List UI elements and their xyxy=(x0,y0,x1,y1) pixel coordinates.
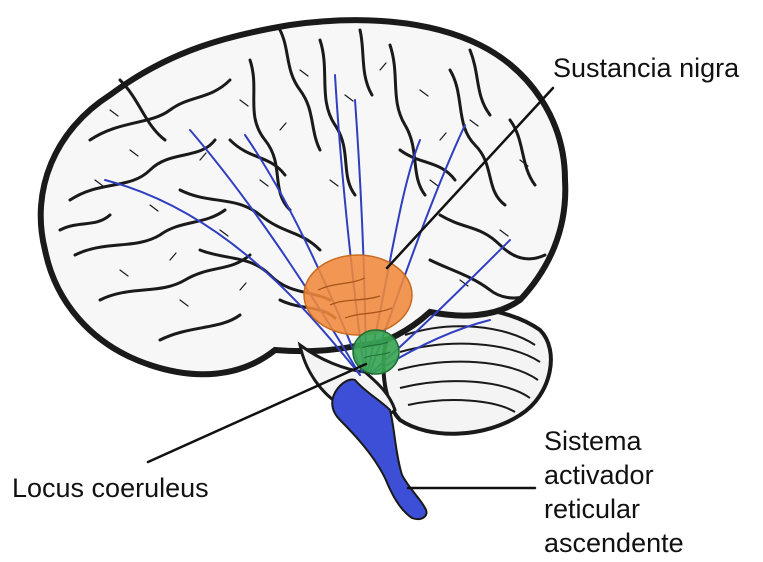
label-sustancia-nigra: Sustancia nigra xyxy=(553,52,739,84)
label-locus-coeruleus: Locus coeruleus xyxy=(12,472,209,504)
label-sistema-activador-reticular: Sistema activador reticular ascendente xyxy=(544,424,684,560)
label-sistema-line-4: ascendente xyxy=(544,526,684,560)
label-sistema-line-3: reticular xyxy=(544,492,684,526)
label-sistema-line-2: activador xyxy=(544,458,684,492)
leader-locus-coeruleus xyxy=(148,364,366,462)
label-sistema-line-1: Sistema xyxy=(544,424,684,458)
sustancia-nigra xyxy=(304,255,412,335)
